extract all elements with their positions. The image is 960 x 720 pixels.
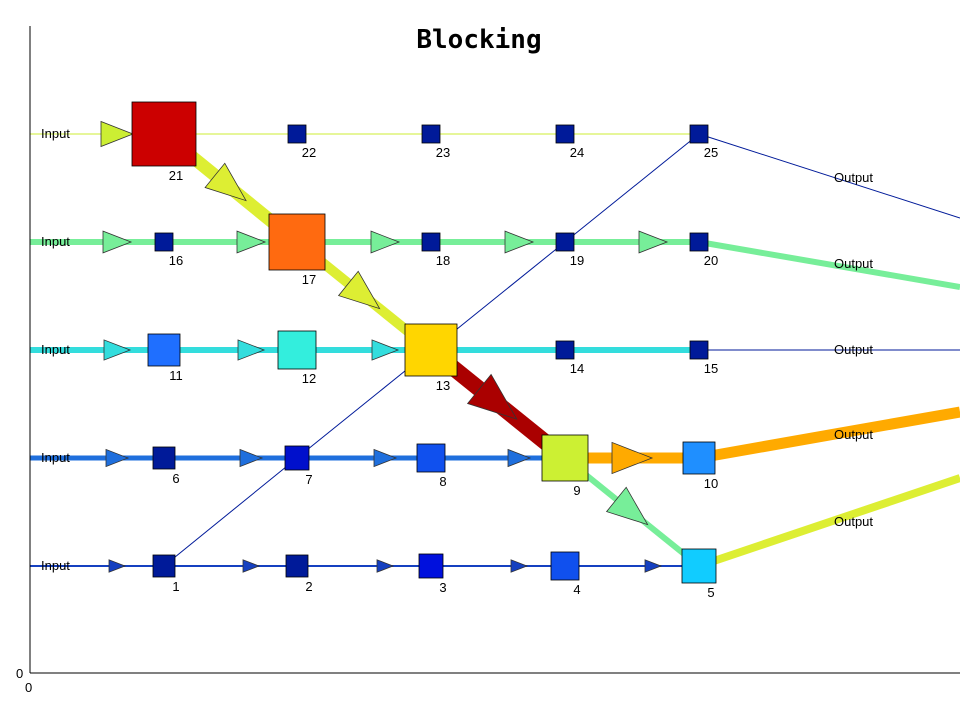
flow-arrow xyxy=(370,230,401,254)
node-15 xyxy=(689,340,709,360)
node-label-8: 8 xyxy=(439,474,446,489)
node-16 xyxy=(154,232,174,252)
node-label-6: 6 xyxy=(172,471,179,486)
flow-arrow xyxy=(376,559,395,573)
node-23 xyxy=(421,124,441,144)
edge-arrow xyxy=(204,162,247,202)
node-label-3: 3 xyxy=(439,580,446,595)
flow-arrow xyxy=(644,559,663,573)
node-label-19: 19 xyxy=(570,253,584,268)
flow-arrow xyxy=(237,339,266,361)
node-7 xyxy=(284,445,310,471)
flow-arrow xyxy=(504,230,535,254)
edge-7-1 xyxy=(163,457,298,567)
row-input-label: Input xyxy=(41,342,70,357)
flow-arrow xyxy=(510,559,529,573)
flow-arrow xyxy=(108,559,127,573)
flow-arrow xyxy=(242,559,261,573)
node-4 xyxy=(550,551,580,581)
node-3 xyxy=(418,553,444,579)
row-output-label: Output xyxy=(834,427,873,442)
edge-arrow xyxy=(466,373,518,420)
flow-arrow xyxy=(507,448,532,468)
flow-arrow xyxy=(239,448,264,468)
node-label-17: 17 xyxy=(302,272,316,287)
node-8 xyxy=(416,443,446,473)
node-label-7: 7 xyxy=(305,472,312,487)
node-21 xyxy=(131,101,197,167)
node-24 xyxy=(555,124,575,144)
node-label-25: 25 xyxy=(704,145,718,160)
node-label-14: 14 xyxy=(570,361,584,376)
node-label-9: 9 xyxy=(573,483,580,498)
row-output-label: Output xyxy=(834,514,873,529)
node-label-1: 1 xyxy=(172,579,179,594)
node-9 xyxy=(541,434,589,482)
y-origin-label: 0 xyxy=(16,666,23,681)
flow-arrow xyxy=(105,448,130,468)
row-input-label: Input xyxy=(41,558,70,573)
node-12 xyxy=(277,330,317,370)
row-output-label: Output xyxy=(834,170,873,185)
flow-arrow xyxy=(371,339,400,361)
row-output-label: Output xyxy=(834,256,873,271)
node-label-4: 4 xyxy=(573,582,580,597)
row-input-label: Input xyxy=(41,126,70,141)
output-line-1 xyxy=(698,133,960,219)
flow-arrow xyxy=(638,230,669,254)
node-1 xyxy=(152,554,176,578)
node-11 xyxy=(147,333,181,367)
node-label-24: 24 xyxy=(570,145,584,160)
node-6 xyxy=(152,446,176,470)
node-label-11: 11 xyxy=(169,368,183,383)
flow-arrow xyxy=(236,230,267,254)
node-13 xyxy=(404,323,458,377)
flow-arrow xyxy=(102,230,133,254)
node-17 xyxy=(268,213,326,271)
node-5 xyxy=(681,548,717,584)
edge-arrow xyxy=(605,486,649,526)
node-label-5: 5 xyxy=(707,585,714,600)
diagram-title: Blocking xyxy=(416,25,541,55)
row-input-label: Input xyxy=(41,450,70,465)
node-25 xyxy=(689,124,709,144)
node-label-2: 2 xyxy=(305,579,312,594)
node-label-16: 16 xyxy=(169,253,183,268)
node-label-22: 22 xyxy=(302,145,316,160)
node-label-21: 21 xyxy=(169,168,183,183)
node-22 xyxy=(287,124,307,144)
flow-arrow xyxy=(100,120,135,148)
output-line-4 xyxy=(698,406,960,464)
flow-arrow xyxy=(373,448,398,468)
edge-arrow xyxy=(611,441,654,475)
node-label-15: 15 xyxy=(704,361,718,376)
node-label-10: 10 xyxy=(704,476,718,491)
arrow-layer xyxy=(100,120,669,573)
output-line-2 xyxy=(698,239,960,290)
node-label-12: 12 xyxy=(302,371,316,386)
node-14 xyxy=(555,340,575,360)
node-10 xyxy=(682,441,716,475)
node-label-20: 20 xyxy=(704,253,718,268)
edge-arrow xyxy=(337,270,381,310)
flow-arrow xyxy=(103,339,132,361)
node-label-18: 18 xyxy=(436,253,450,268)
row-output-label: Output xyxy=(834,342,873,357)
edge-19-25 xyxy=(564,133,700,243)
x-origin-label: 0 xyxy=(25,680,32,695)
node-label-23: 23 xyxy=(436,145,450,160)
node-layer xyxy=(131,101,717,584)
node-label-13: 13 xyxy=(436,378,450,393)
output-line-5 xyxy=(697,474,960,570)
node-2 xyxy=(285,554,309,578)
node-20 xyxy=(689,232,709,252)
node-19 xyxy=(555,232,575,252)
node-18 xyxy=(421,232,441,252)
row-input-label: Input xyxy=(41,234,70,249)
